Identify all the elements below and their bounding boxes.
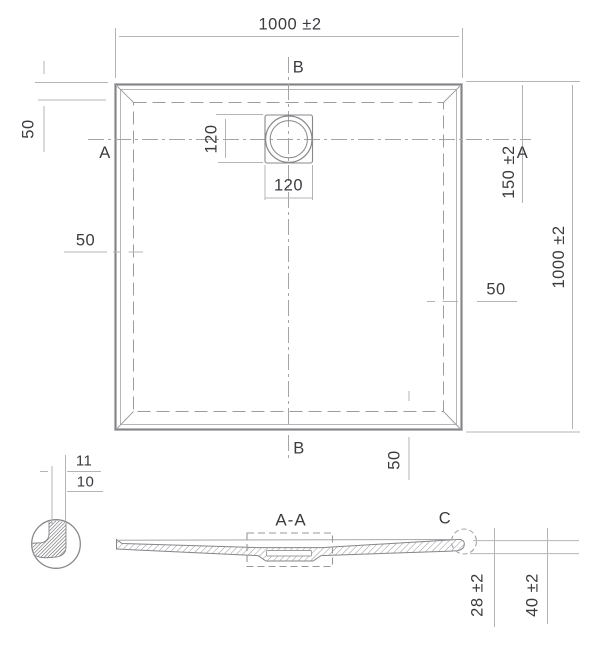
corner-diagonal-tl — [116, 85, 134, 103]
section-label-a-left: A — [99, 144, 111, 162]
drain-plate-section — [266, 550, 312, 557]
dim-height-right: 1000 ±2 — [466, 81, 580, 433]
detail-c-callout-circle — [450, 528, 478, 555]
dim-label-drain-height: 120 — [203, 124, 221, 153]
dim-label-total-height: 40 ±2 — [524, 573, 542, 617]
dim-label-rim-top-left: 50 — [20, 119, 38, 138]
dim-section-heights: 28 ±2 40 ±2 — [469, 528, 579, 627]
dim-rim-top-left: 50 — [20, 61, 108, 152]
section-aa-callout-box — [246, 532, 334, 568]
dim-drain-offset-right: 150 ±2 — [500, 85, 523, 203]
dim-rim-bottom: 50 — [386, 391, 410, 480]
tray-hidden-edge — [133, 102, 444, 412]
section-view-drawing: A-A C 28 ±2 40 ±2 — [116, 510, 579, 627]
dim-lip-upper: 11 — [40, 453, 101, 472]
corner-diagonal-bl — [116, 411, 134, 429]
dim-lip-lower: 10 — [67, 474, 103, 492]
section-far-edge — [118, 539, 455, 541]
section-title: A-A — [275, 511, 306, 530]
detail-view-drawing: 11 10 — [31, 453, 103, 569]
dim-label-lip-upper: 11 — [76, 453, 92, 470]
dim-drain-width: 120 — [264, 165, 313, 200]
section-label-a-right: A — [517, 144, 529, 162]
dim-label-edge-height: 28 ±2 — [469, 573, 487, 617]
corner-diagonal-br — [443, 411, 461, 429]
drain-circle-inner — [269, 120, 308, 159]
dim-drain-height: 120 — [203, 114, 263, 163]
dim-rim-right: 50 — [427, 281, 517, 302]
detail-c-label: C — [439, 510, 451, 528]
top-view-drawing: 1000 ±2 1000 ±2 150 ±2 50 50 — [20, 16, 580, 480]
corner-diagonal-tr — [443, 85, 461, 103]
detail-circle — [31, 519, 81, 569]
dim-label-drain-width: 120 — [274, 177, 303, 195]
drain — [264, 114, 314, 164]
dim-width-top: 1000 ±2 — [115, 16, 463, 78]
dim-label-height-right: 1000 ±2 — [550, 225, 568, 288]
drain-circle-outer — [264, 115, 313, 164]
section-label-b-top: B — [293, 59, 305, 77]
rim-profile — [32, 520, 67, 559]
dim-label-rim-bottom: 50 — [386, 450, 404, 469]
dim-rim-left: 50 — [64, 232, 143, 253]
dim-label-lip-lower: 10 — [77, 474, 95, 491]
section-label-b-bottom: B — [293, 440, 305, 458]
dim-label-rim-right: 50 — [486, 281, 505, 299]
dim-label-rim-left: 50 — [76, 232, 95, 250]
dim-label-drain-offset: 150 ±2 — [500, 145, 518, 198]
dim-label-width-top: 1000 ±2 — [258, 16, 321, 34]
